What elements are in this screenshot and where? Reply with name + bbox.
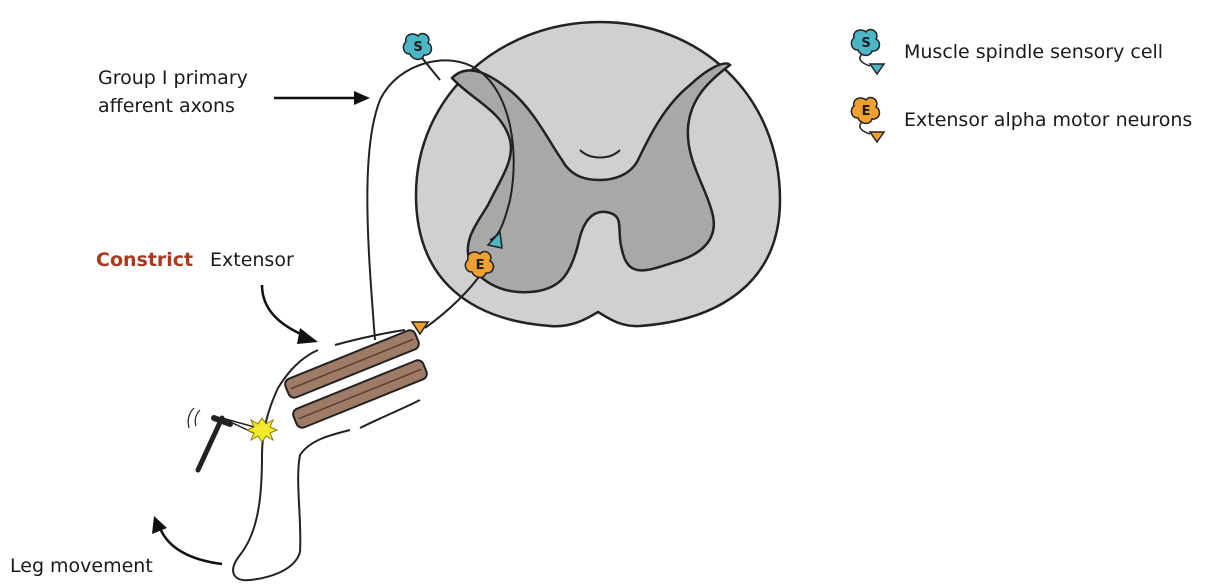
spinal-cord-cross-section bbox=[416, 22, 780, 326]
afferent-axons-label-line2: afferent axons bbox=[98, 95, 235, 117]
extensor-muscle bbox=[283, 329, 428, 430]
extensor-label: Extensor bbox=[210, 249, 294, 271]
motor-neuron-letter: E bbox=[476, 258, 485, 273]
legend-sensory-label: Muscle spindle sensory cell bbox=[904, 41, 1163, 63]
constrict-arrow bbox=[262, 285, 305, 336]
leg-movement-arrow bbox=[160, 528, 222, 564]
legend-motor-label: Extensor alpha motor neurons bbox=[904, 109, 1192, 131]
legend: S Muscle spindle sensory cell E Extensor… bbox=[851, 30, 1192, 142]
reflex-hammer-icon bbox=[188, 408, 258, 470]
legend-motor-neuron-icon: E bbox=[851, 98, 884, 142]
afferent-to-sensory-cell bbox=[420, 55, 440, 80]
constrict-label: Constrict bbox=[96, 249, 193, 271]
sensory-cell-letter: S bbox=[413, 40, 422, 55]
muscle-spindle-sensory-cell-icon: S bbox=[403, 34, 431, 60]
legend-sensory-cell-icon: S bbox=[851, 30, 884, 74]
legend-sensory-letter: S bbox=[861, 36, 870, 51]
legend-motor-letter: E bbox=[862, 104, 871, 119]
afferent-axons-label-line1: Group I primary bbox=[98, 67, 248, 89]
leg-movement-label: Leg movement bbox=[10, 555, 153, 577]
tap-spark-icon bbox=[247, 418, 277, 442]
